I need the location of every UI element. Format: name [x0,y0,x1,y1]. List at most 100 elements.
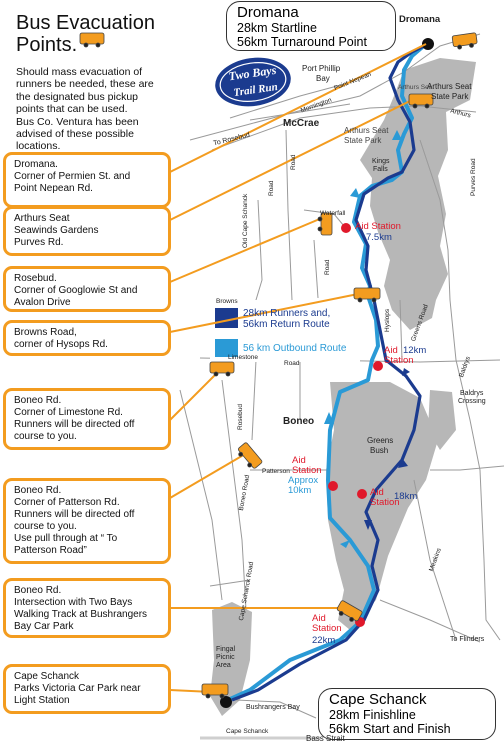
place-kings-falls-1: Kings [372,158,390,165]
road-arthurs-seat-rd-right: Arthurs Seat [398,84,435,91]
road-purves: Purves Road [470,158,477,196]
distance-label: 12km [403,345,427,356]
place-port-phillip-1: Port Phillip [302,64,341,73]
road-road-4: Road [268,180,275,196]
road-road-3: Road [324,259,331,275]
callout-line: Runners will be directed off [14,509,135,520]
place-to-flinders: To Flinders [450,636,485,643]
distance-line-2: 10km [288,485,312,496]
callout-line: Boneo Rd. [14,585,62,596]
aid-station-label: Aid Station [355,222,401,232]
road-road-1: Road [284,360,300,367]
two-bays-logo: Two Bays Trail Run [215,57,291,107]
callout-line: Avalon Drive [14,297,71,308]
route-arrows-dark [364,368,410,530]
distance-label: Approx 10km [288,476,318,496]
aid-line-2: Station [384,355,414,366]
road-old-cape: Old Cape Schanck [242,193,249,248]
place-boneo: Boneo [283,416,315,427]
callout-boneo-patterson: Boneo Rd. Corner of Patterson Rd. Runner… [3,478,171,564]
place-arthurs-park-1: Arthurs Seat [427,82,472,91]
callout-dromana: Dromana. Corner of Permien St. and Point… [3,152,171,208]
callout-line: Intersection with Two Bays [14,597,133,608]
callout-browns-road: Browns Road, corner of Hysops Rd. [3,320,171,356]
place-bass-strait: Bass Strait [306,734,345,743]
finish-line-2: 56km Start and Finish [329,722,451,736]
intro-line: points that can be used. [16,103,128,116]
callout-line: Arthurs Seat [14,213,70,224]
road-browns: Browns [216,298,238,305]
place-baldrys-1: Baldrys [460,390,484,397]
callout-boneo-limestone: Boneo Rd. Corner of Limestone Rd. Runner… [3,388,171,450]
place-kings-falls-2: Falls [373,166,388,173]
intro-line: Should mass evacuation of [16,66,143,78]
place-cape-schanck: Cape Schanck [226,728,269,735]
place-arthurs-park-2: State Park [431,92,469,101]
place-greens-bush-2: Bush [370,446,389,455]
legend-dark-swatch [215,308,238,328]
callout-line: Browns Road, [14,327,77,338]
aid-line-1: Aid [292,455,306,466]
aid-station-label: Aid Station [370,488,400,508]
place-fingal-2: Picnic [216,654,235,661]
aid-station-label: Aid Station [312,614,342,634]
finish-box: Cape Schanck 28km Finishline 56km Start … [318,688,496,740]
start-point [422,38,434,50]
distance-label: 22km [312,635,336,646]
place-fingal-1: Fingal [216,646,236,653]
finish-line-1: 28km Finishline [329,708,416,722]
road-patterson: Patterson [262,468,290,475]
road-hyslops: Hyslops [384,308,391,332]
route-28km-return [231,42,429,702]
title-line-2: Points. [16,34,78,56]
callout-cape-schanck: Cape Schanck Parks Victoria Car Park nea… [3,664,171,714]
aid-line-2: Station [370,497,400,508]
callout-line: Dromana. [14,159,58,170]
callout-line: Corner of Permien St. and [14,171,131,182]
aid-line-1: Aid Station [355,221,401,232]
callout-line: course to you. [14,521,77,532]
callout-line: Boneo Rd. [14,485,62,496]
place-port-phillip-2: Bay [316,74,330,83]
intro-line: locations. [16,140,61,153]
park-areas [210,58,476,716]
callout-line: Bay Car Park [14,621,74,632]
callout-line: Light Station [14,695,70,706]
place-dromana: Dromana [399,14,441,25]
intro-text: Should mass evacuation of runners be nee… [16,66,186,153]
page-title: Bus Evacuation Points. [16,12,155,56]
intro-line: the designated bus pickup [16,90,139,103]
distance-label: 18km [394,491,418,502]
place-arthurs-sp-2: State Park [344,136,382,145]
legend-dark-line-1: 28km Runners and, [243,308,331,319]
aid-station-label: Aid Station [384,346,414,366]
place-arthurs-sp-1: Arthurs Seat [344,126,389,135]
intro-line: Bus Co. Ventura has been [16,115,139,128]
logo-text-1: Two Bays [228,63,278,84]
callout-line: Rosebud. [14,273,57,284]
legend-light-label: 56 km Outbound Route [243,343,347,354]
distance-label: 7.5km [366,232,392,243]
route-arrows [324,130,402,548]
callout-line: Corner of Googlowie St and [14,285,138,296]
finish-point [220,696,232,708]
bus-icons [79,32,478,699]
aid-line-1: Aid [370,487,384,498]
callout-rosebud: Rosebud. Corner of Googlowie St and Aval… [3,266,171,312]
aid-station-dots [328,223,383,627]
start-line-2: 56km Turnaround Point [237,35,367,49]
callout-line: Cape Schanck [14,671,80,682]
callout-line: Use pull through at “ To [14,533,118,544]
title-line-1: Bus Evacuation [16,12,155,34]
callout-line: Point Nepean Rd. [14,183,93,194]
distance-line-1: Approx [288,475,319,486]
callout-boneo-bushrangers: Boneo Rd. Intersection with Two Bays Wal… [3,578,171,638]
place-bushrangers-bay: Bushrangers Bay [246,704,300,711]
road-waterfall: Waterfall [320,210,346,217]
place-greens-bush-1: Greens [367,436,394,445]
callout-line: Corner of Patterson Rd. [14,497,120,508]
callout-line: course to you. [14,431,77,442]
callout-connectors [169,43,427,693]
aid-line-1: Aid [384,345,398,356]
